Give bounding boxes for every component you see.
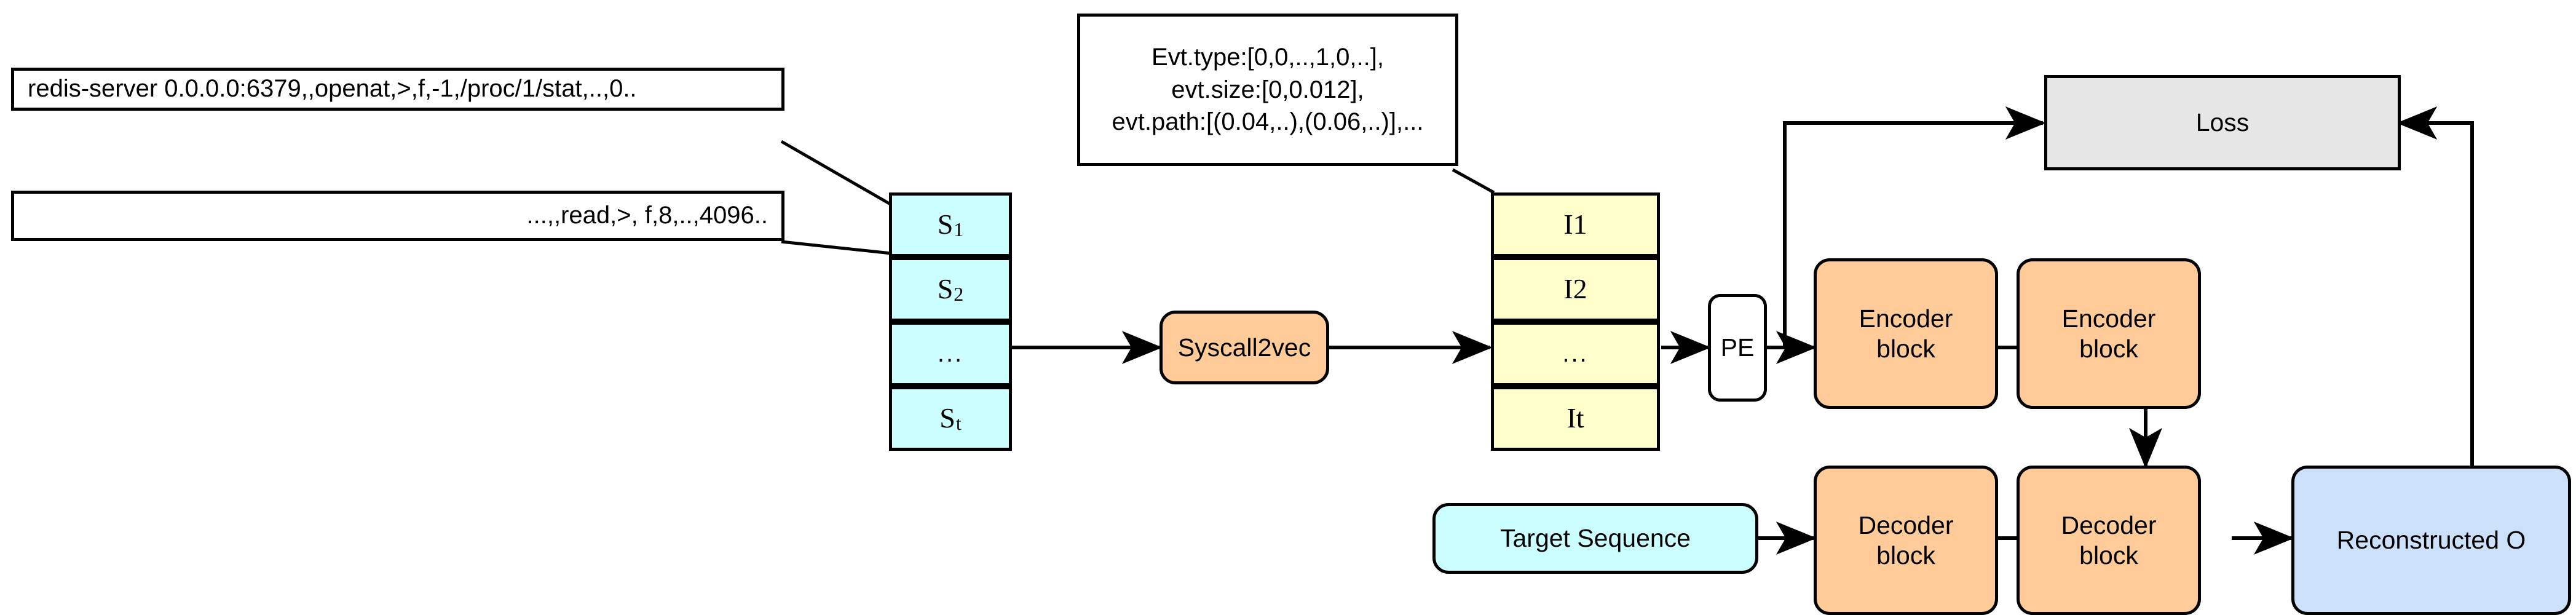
sequence-cell-s-ellipsis-base: ... <box>937 339 964 367</box>
sequence-cell-i1: I1 <box>1491 192 1660 257</box>
callout-syscall-line-2: ...,,read,>, f,8,..,4096.. <box>11 191 784 241</box>
pe-block[interactable]: PE <box>1708 294 1767 402</box>
sequence-cell-s2-base: S <box>937 273 954 305</box>
sequence-cell-s-ellipsis: ... <box>889 322 1012 386</box>
sequence-cell-s1-base: S <box>937 208 954 240</box>
leader-callout1-to-s1 <box>780 140 893 207</box>
sequence-cell-i1-base: I1 <box>1563 208 1587 240</box>
sequence-cell-st-sub: t <box>955 411 962 434</box>
sequence-cell-s1-sub: 1 <box>954 218 964 240</box>
callout-event-features: Evt.type:[0,0,..,1,0,..], evt.size:[0,0.… <box>1077 14 1458 166</box>
decoder-block-2-line-1: Decoder <box>2061 511 2157 540</box>
syscall2vec-block[interactable]: Syscall2vec <box>1160 311 1329 384</box>
sequence-cell-st-base: S <box>939 402 955 434</box>
reconstructed-output-block[interactable]: Reconstructed O <box>2291 466 2571 615</box>
loss-label: Loss <box>2195 108 2250 137</box>
leader-callout3-to-i1 <box>1452 168 1495 194</box>
encoder-block-2-line-2: block <box>2079 334 2138 363</box>
decoder-block-1[interactable]: Decoder block <box>1814 466 1998 615</box>
pe-label: PE <box>1720 333 1755 362</box>
target-sequence-label: Target Sequence <box>1499 524 1691 553</box>
decoder-block-2-line-2: block <box>2079 541 2138 569</box>
encoder-block-2[interactable]: Encoder block <box>2017 258 2201 409</box>
callout-syscall-line-2-text: ...,,read,>, f,8,..,4096.. <box>526 202 768 229</box>
sequence-cell-s2-sub: 2 <box>954 282 964 305</box>
sequence-cell-i2-base: I2 <box>1563 273 1587 305</box>
target-sequence-block[interactable]: Target Sequence <box>1432 503 1758 574</box>
decoder-block-1-line-2: block <box>1876 541 1935 569</box>
callout-event-features-line-3: evt.path:[(0.04,..),(0.06,..)],... <box>1112 108 1424 136</box>
callout-event-features-line-1: Evt.type:[0,0,..,1,0,..], <box>1152 43 1384 71</box>
sequence-cell-i-ellipsis: ... <box>1491 322 1660 386</box>
callout-syscall-line-1-text: redis-server 0.0.0.0:6379,,openat,>,f,-1… <box>28 75 637 103</box>
reconstructed-output-label: Reconstructed O <box>2336 526 2526 555</box>
encoder-block-2-line-1: Encoder <box>2061 304 2156 333</box>
sequence-cell-it-base: It <box>1567 402 1584 434</box>
syscall2vec-label: Syscall2vec <box>1177 333 1311 362</box>
encoder-block-1-line-2: block <box>1876 334 1935 363</box>
loss-block[interactable]: Loss <box>2044 75 2401 170</box>
encoder-block-1-line-1: Encoder <box>1859 304 1953 333</box>
sequence-cell-i2: I2 <box>1491 257 1660 322</box>
decoder-block-1-line-1: Decoder <box>1858 511 1954 540</box>
encoder-block-1[interactable]: Encoder block <box>1814 258 1998 409</box>
leader-callout2-to-s2 <box>781 240 892 255</box>
sequence-cell-it: It <box>1491 386 1660 451</box>
arrow-reconstructed-to-loss <box>2396 106 2474 466</box>
callout-event-features-line-2: evt.size:[0,0.012], <box>1171 76 1364 103</box>
sequence-cell-i-ellipsis-base: ... <box>1562 339 1589 367</box>
callout-syscall-line-1: redis-server 0.0.0.0:6379,,openat,>,f,-1… <box>11 68 784 111</box>
decoder-block-2[interactable]: Decoder block <box>2017 466 2201 615</box>
